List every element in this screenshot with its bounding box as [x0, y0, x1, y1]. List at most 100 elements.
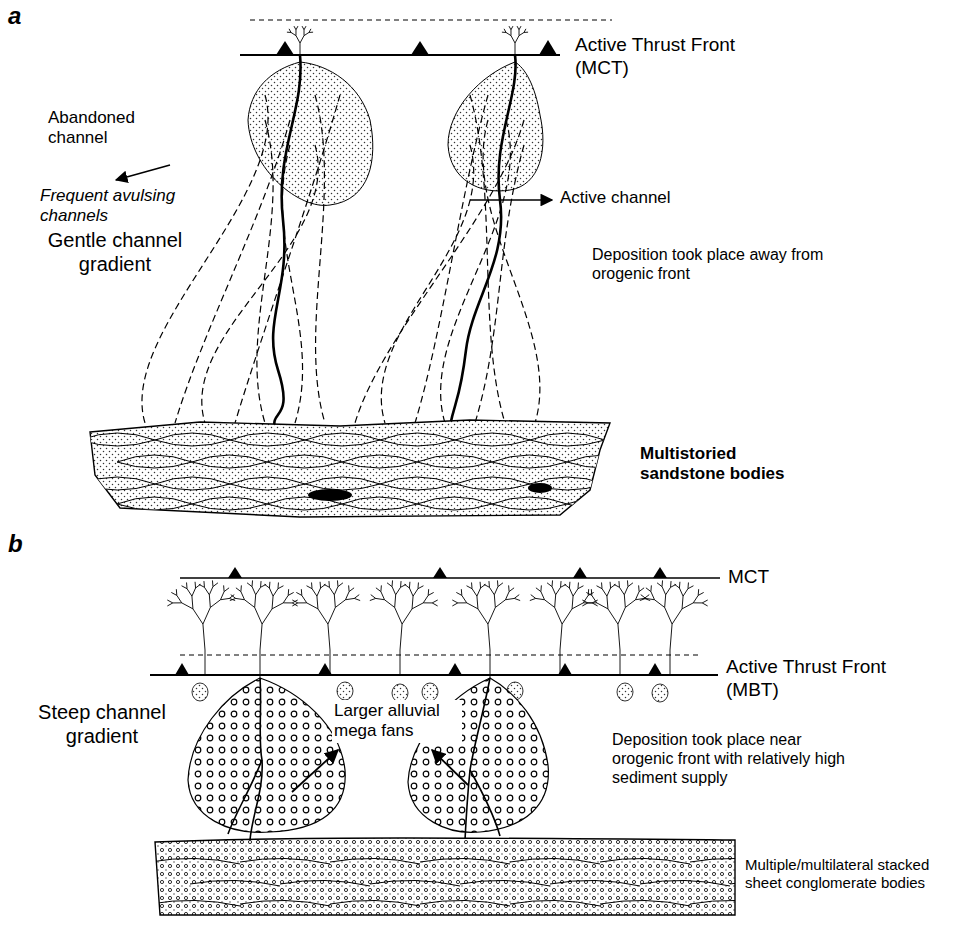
mud-lens [308, 489, 352, 501]
drainage-stream [432, 600, 438, 603]
drainage-stream [693, 602, 702, 603]
drainage-stream [545, 600, 555, 608]
sandstone-lens [417, 497, 492, 510]
drainage-stream [509, 588, 514, 592]
drainage-stream [547, 583, 552, 587]
alluvial-fan [448, 62, 543, 191]
drainage-stream [471, 582, 472, 588]
sandstone-lens [380, 477, 455, 490]
thrust-teeth [175, 663, 662, 675]
drainage-stream [334, 595, 335, 608]
drainage-stream [255, 607, 262, 624]
drainage-stream [508, 585, 509, 591]
drainage-stream [624, 587, 628, 595]
drainage-stream [289, 29, 291, 33]
drainage-stream [304, 30, 305, 36]
leader-arrow [292, 750, 338, 792]
drainage-stream [702, 600, 708, 603]
drainage-stream [670, 650, 671, 675]
drainage-stream [586, 592, 592, 595]
drainage-stream [252, 587, 256, 595]
drainage-stream [395, 607, 402, 624]
drainage-stream [298, 602, 307, 603]
drainage-stream [484, 584, 490, 587]
drainage-stream [682, 603, 693, 609]
panel-letter: a [8, 2, 38, 31]
drainage-stream [283, 595, 288, 602]
drainage-stream [641, 595, 646, 599]
drainage-stream [264, 584, 269, 588]
drainage-stream [515, 43, 516, 55]
drainage-stream [573, 589, 578, 596]
drainage-stream [371, 595, 376, 599]
drainage-stream [292, 603, 297, 606]
label-holder: Multiple/multilateral stacked sheet cong… [745, 856, 950, 892]
dashed-boundary [250, 20, 612, 21]
label-holder: Abandoned channel [48, 108, 168, 149]
drainage-stream [467, 586, 473, 589]
drainage-stream [307, 586, 313, 589]
drainage-stream [662, 587, 666, 595]
drainage-stream [666, 587, 671, 594]
drainage-stream [296, 592, 302, 595]
sandstone-lens [567, 497, 642, 510]
annotation-label: Abandoned channel [48, 108, 168, 149]
drainage-stream [555, 607, 562, 624]
drainage-stream [400, 624, 402, 650]
annotation-label: Active channel [560, 188, 710, 208]
fan-channels [228, 678, 500, 840]
drainage-stream [304, 32, 309, 35]
drainage-stream [301, 589, 302, 595]
bedding-line [150, 858, 780, 864]
drainage-stream [255, 595, 256, 608]
drainage-stream [480, 582, 481, 588]
drainage-stream [288, 592, 294, 595]
drainage-stream [670, 581, 671, 587]
drainage-stream [628, 583, 633, 587]
drainage-stream [291, 32, 296, 35]
drainage-stream [292, 603, 297, 606]
drainage-stream [328, 607, 335, 624]
annotation-label: MCT [728, 566, 808, 589]
leader-arrow [116, 165, 170, 180]
drainage-stream [260, 650, 261, 678]
drainage-stream [608, 609, 618, 624]
drainage-stream [296, 36, 300, 43]
sandstone-lens [230, 433, 305, 446]
drainage-stream [651, 592, 655, 600]
drainage-stream [387, 583, 392, 587]
drainage-stream [618, 607, 625, 624]
abandoned-channel [202, 145, 318, 423]
drainage-stream [477, 596, 478, 609]
drainage-stream [345, 598, 354, 599]
drainage-stream [517, 26, 519, 30]
drainage-stream [423, 602, 432, 603]
drainage-stream [452, 603, 457, 606]
drainage-stream [514, 595, 519, 599]
abandoned-channel [142, 95, 268, 423]
drainage-stream [698, 589, 699, 595]
drainage-stream [241, 592, 245, 600]
drainage-stream [354, 595, 359, 599]
drainage-stream [199, 584, 205, 587]
drainage-stream [302, 595, 307, 602]
drainage-stream [328, 581, 329, 587]
sandstone-lens [305, 477, 380, 490]
drainage-stream [402, 609, 412, 624]
drainage-stream [592, 595, 597, 602]
drainage-stream [260, 581, 261, 587]
drainage-stream [505, 598, 514, 599]
drainage-stream [582, 603, 587, 606]
drainage-stream [682, 596, 683, 609]
drainage-stream [380, 585, 381, 591]
drainage-stream [262, 609, 272, 624]
drainage-stream [552, 587, 556, 595]
drainage-stream [515, 36, 519, 43]
drainage-stream [679, 582, 680, 588]
drainage-stream [209, 587, 213, 595]
label-holder: Larger alluvial mega fans [332, 700, 462, 743]
drainage-stream [204, 587, 209, 594]
label-holder: MCT [728, 566, 808, 589]
sandstone-lens [305, 433, 380, 446]
drainage-stream [505, 592, 509, 600]
